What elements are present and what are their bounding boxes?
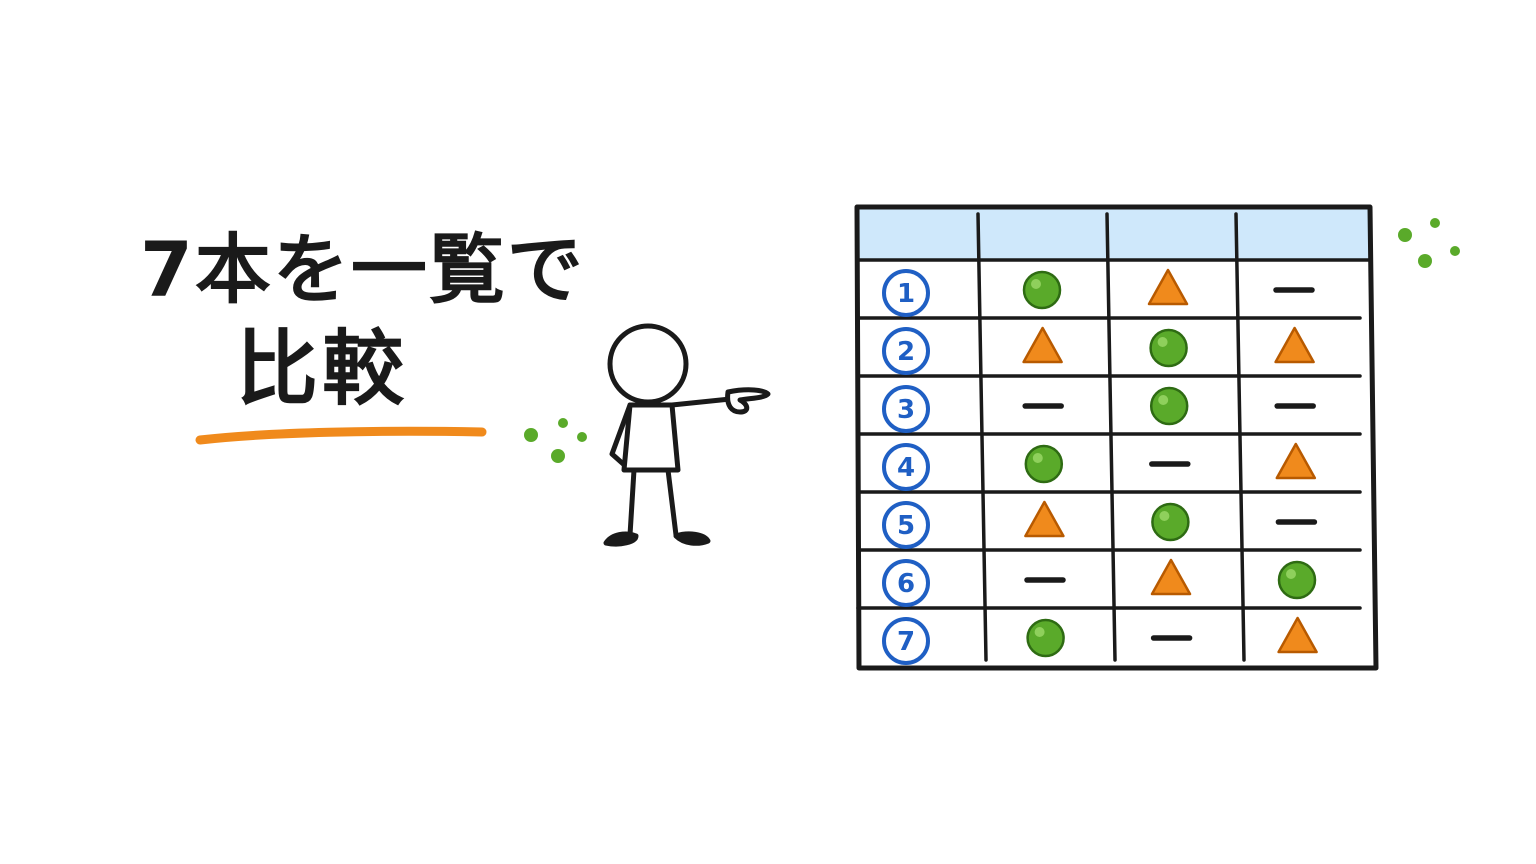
table-border [854,204,1379,671]
green-circle-icon [1026,618,1065,658]
row-number-badge: 6 [882,559,930,607]
green-circle-icon [1277,560,1317,600]
row-number: 6 [897,569,915,599]
headline-line2: 比較 [236,322,409,417]
column-divider [1234,212,1246,662]
green-circle-icon [1149,328,1188,368]
row-number: 7 [897,627,915,657]
orange-triangle-icon [1147,268,1189,306]
orange-triangle-icon [1277,616,1318,654]
orange-triangle-icon [1024,500,1065,538]
orange-triangle-icon [1150,558,1192,596]
table-row: 7 [882,616,1318,665]
row-number: 3 [897,395,915,425]
row-number-badge: 5 [882,501,930,549]
row-number-badge: 2 [882,327,930,375]
green-circle-icon [1149,386,1189,426]
column-divider [1105,212,1117,662]
table-row: 6 [882,558,1317,607]
green-dots-icon [1398,218,1460,268]
pointing-stick-figure-icon [603,323,771,547]
row-number: 4 [897,453,915,483]
row-number: 2 [897,337,915,367]
table-row: 1 [882,268,1315,317]
table-row: 4 [882,442,1317,491]
row-number: 1 [897,279,915,309]
green-circle-icon [1024,444,1064,484]
row-number-badge: 4 [882,443,930,491]
green-circle-icon [1151,502,1190,542]
table-row: 3 [882,385,1316,433]
row-number: 5 [897,511,915,541]
green-circle-icon [1022,270,1062,310]
comparison-table: 1 2 3 4 5 6 7 [854,204,1379,671]
table-row: 2 [882,326,1315,375]
column-divider [976,212,988,662]
orange-triangle-icon [1274,326,1315,364]
row-number-badge: 3 [882,385,930,433]
orange-triangle-icon [1022,326,1063,364]
row-number-badge: 1 [882,269,930,317]
table-header-band [858,208,1370,260]
green-dots-icon [524,418,587,463]
orange-triangle-icon [1275,442,1317,480]
headline-underline [195,426,487,445]
headline-line1: 7本を一覧で [140,225,585,314]
headline: 7本を一覧で 比較 [140,220,585,420]
table-row: 5 [882,500,1318,549]
row-number-badge: 7 [882,617,930,665]
